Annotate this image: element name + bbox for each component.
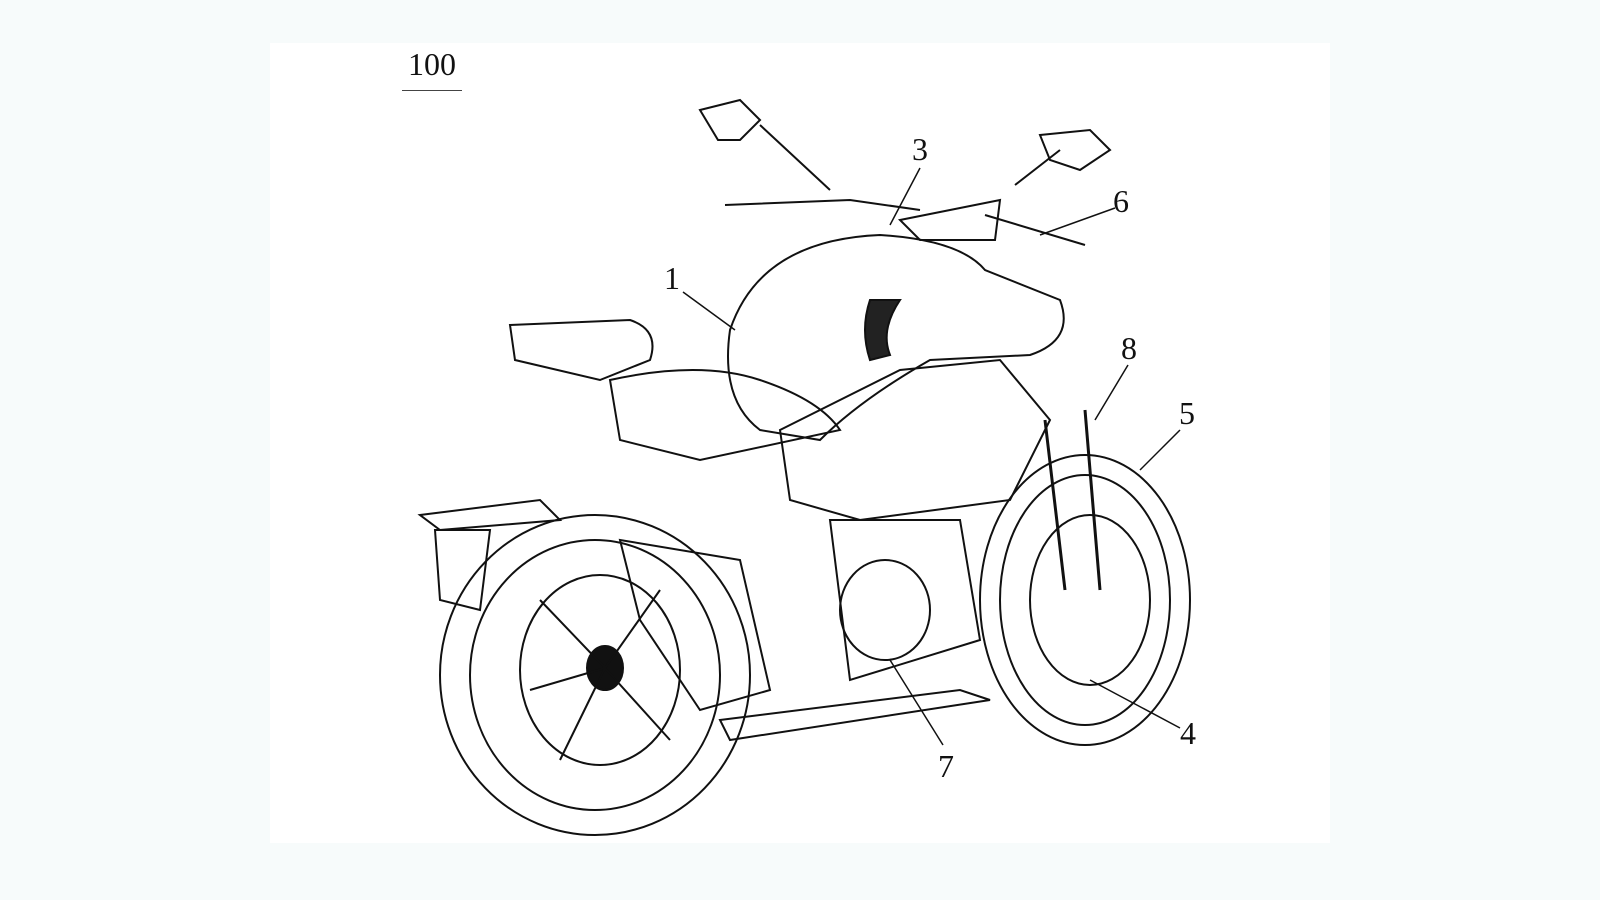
handlebars-and-mirrors — [698, 98, 1112, 246]
rear-wheel — [439, 514, 751, 836]
leader-lines — [682, 167, 1181, 746]
reference-label-8: 8 — [1121, 330, 1137, 366]
figure-number: 100 — [402, 48, 462, 91]
reference-label-6: 6 — [1113, 183, 1129, 219]
reference-label-3: 3 — [912, 131, 928, 167]
reference-label-4: 4 — [1180, 715, 1196, 751]
reference-label-7: 7 — [938, 748, 954, 784]
reference-label-5: 5 — [1179, 395, 1195, 431]
front-wheel — [979, 409, 1191, 746]
reference-label-1: 1 — [664, 260, 680, 296]
body — [417, 233, 1065, 742]
